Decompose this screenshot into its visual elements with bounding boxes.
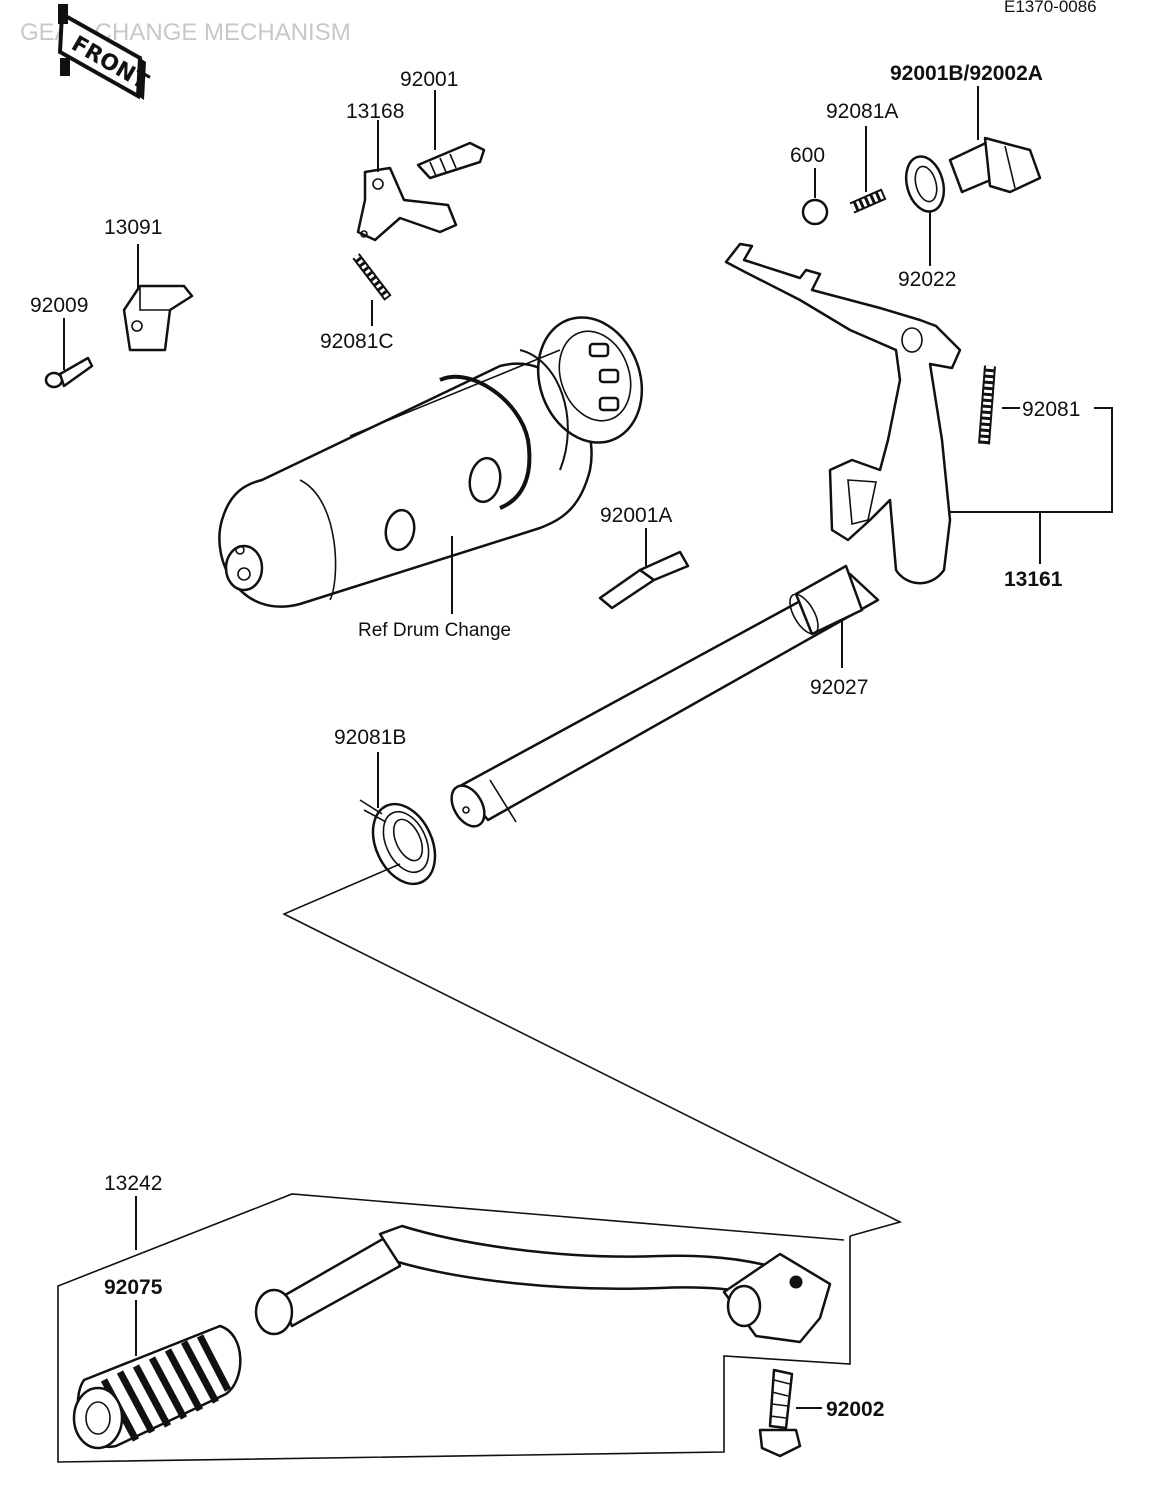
bolt-92002 (758, 1368, 822, 1458)
label-92081C: 92081C (320, 330, 394, 353)
label-92002: 92002 (826, 1398, 884, 1421)
screw-92001A (598, 528, 690, 610)
label-ref-drum-change: Ref Drum Change (358, 620, 511, 641)
label-92001B-92002A: 92001B/92002A (890, 62, 1043, 85)
drum-change (218, 316, 644, 614)
label-92027: 92027 (810, 676, 868, 699)
spring-92081C (352, 253, 392, 326)
label-13091: 13091 (104, 216, 162, 239)
rubber-92075 (72, 1324, 242, 1450)
screw-92001 (416, 90, 486, 180)
assembly-outline (57, 863, 903, 1463)
pedal-13242 (254, 1224, 832, 1344)
label-92081A: 92081A (826, 100, 898, 123)
front-badge: FRONT (57, 4, 152, 100)
diagram-code: E1370-0086 (1004, 0, 1097, 16)
spring-92081B (359, 752, 437, 886)
ball-600 (801, 168, 829, 226)
washer-92022 (904, 155, 946, 266)
label-92081: 92081 (1022, 398, 1080, 421)
plate-13168 (356, 120, 458, 242)
label-13168: 13168 (346, 100, 404, 123)
label-13242: 13242 (104, 1172, 162, 1195)
screw-92009 (44, 318, 94, 389)
label-13161: 13161 (1004, 568, 1063, 591)
label-92022: 92022 (898, 268, 956, 291)
bracket-13091 (122, 244, 194, 352)
label-92001: 92001 (400, 68, 458, 91)
shaft-13161 (450, 242, 1113, 828)
label-92075: 92075 (104, 1276, 163, 1299)
plug-92001B-92002A (948, 86, 1042, 194)
spring-92081A (849, 126, 887, 214)
label-600: 600 (790, 144, 825, 167)
label-92081B: 92081B (334, 726, 406, 749)
spring-92081 (978, 365, 996, 445)
label-92009: 92009 (30, 294, 88, 317)
label-92001A: 92001A (600, 504, 672, 527)
